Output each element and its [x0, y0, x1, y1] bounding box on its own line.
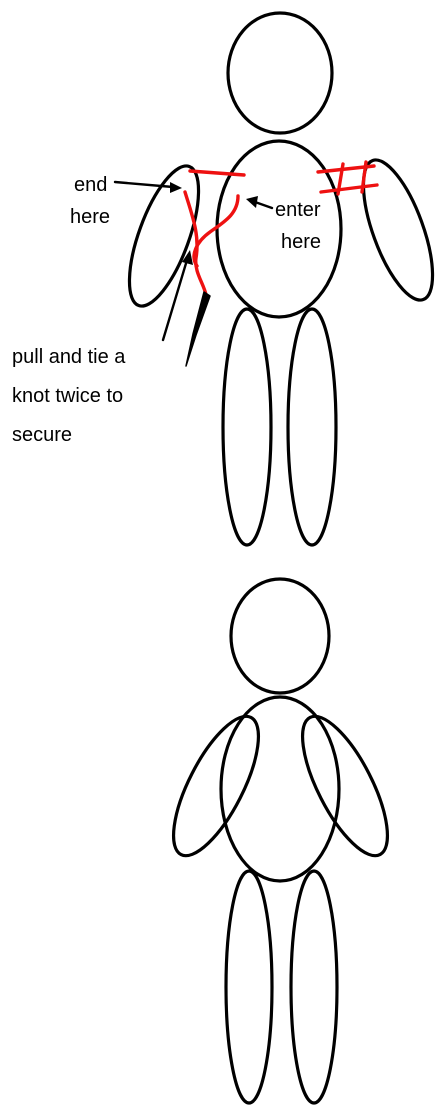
end-here-line-2: here — [70, 206, 110, 228]
right-shoulder-stitch-bottom — [321, 185, 377, 192]
finished-figure — [157, 579, 404, 1103]
finished-left-leg-outline — [226, 871, 272, 1103]
head-outline — [228, 13, 332, 133]
needle-icon — [186, 292, 210, 366]
pull-knot-line-3: secure — [12, 424, 72, 446]
end-here-label: end here — [70, 174, 113, 228]
finished-right-arm-outline — [286, 705, 404, 867]
body-outline — [217, 141, 341, 317]
enter-here-arrowhead — [246, 196, 258, 208]
enter-here-line-2: here — [281, 231, 321, 253]
end-here-arrowhead — [170, 182, 182, 193]
enter-here-pointer — [255, 202, 272, 208]
pull-knot-label: pull and tie a knot twice to secure — [12, 346, 131, 446]
pull-knot-line-1: pull and tie a — [12, 346, 126, 368]
left-shoulder-stitch — [190, 171, 244, 175]
finished-body-outline — [221, 697, 339, 881]
right-leg-outline — [288, 309, 336, 545]
finished-left-arm-outline — [157, 705, 275, 867]
finished-head-outline — [231, 579, 329, 693]
left-leg-outline — [223, 309, 271, 545]
finished-right-leg-outline — [291, 871, 337, 1103]
end-here-line-1: end — [74, 174, 107, 196]
enter-here-label: enter here — [275, 199, 326, 253]
enter-here-line-1: enter — [275, 199, 321, 221]
pull-knot-line-2: knot twice to — [12, 385, 123, 407]
figure-with-instructions: end here enter here pull and tie a knot … — [12, 13, 445, 545]
